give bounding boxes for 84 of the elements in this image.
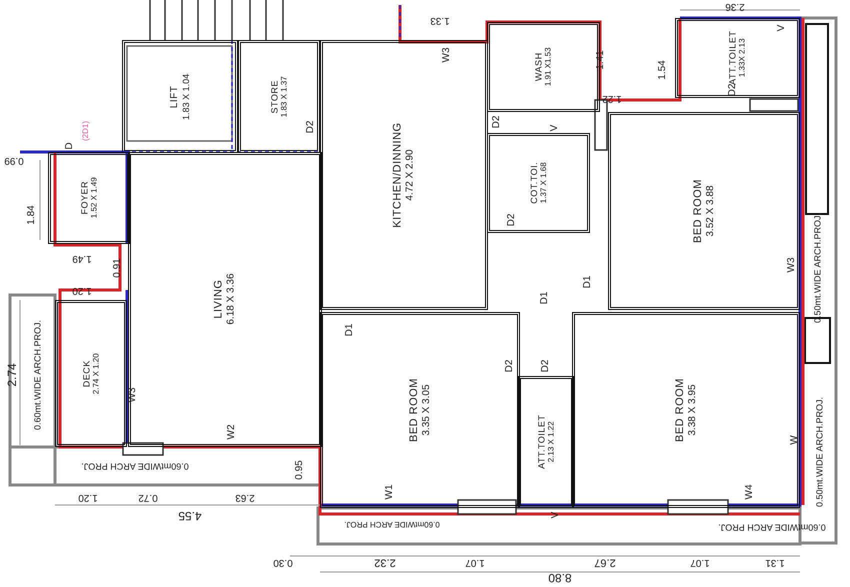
plan-annotation: 2.67 [594,556,616,568]
plan-annotation: W2 [227,424,237,440]
room-name: ATT.TOILET [728,30,738,86]
plan-annotation: 2.36 [725,1,745,11]
room-name: FOYER [79,181,90,215]
plan-annotation: W [790,435,800,445]
plan-annotation: 1.33 [430,15,450,25]
plan-annotation: 0.60mt.WIDE ARCH.PROJ. [34,320,42,430]
plan-annotation: 1.31 [765,557,785,567]
room-size: 6.18 X 3.36 [226,274,238,326]
plan-annotation: W3 [787,258,797,272]
plan-annotation: D [65,142,75,150]
room-name: COT.TOI. [528,162,540,204]
room-outline [48,152,130,244]
plan-annotation: 8.80 [548,572,572,584]
plan-annotation: V [777,24,787,32]
room-name: BED ROOM [408,378,421,442]
plan-annotation: 0.30 [273,557,293,567]
room-size: 3.38 X 3.95 [686,384,698,436]
plan-annotation: 0.50mt.WIDE ARCH.PROJ. [816,396,824,508]
plan-annotation: W4 [745,484,755,500]
plan-annotation: 1.20 [72,285,92,295]
plan-annotation: D2 [728,84,738,96]
room-size: 3.35 X 3.05 [420,384,432,436]
plan-annotation: D2 [505,360,515,372]
room-name: LIVING [212,280,226,320]
room-outline [320,40,488,310]
room-size: 1.37 X 1.68 [539,162,548,204]
room-outline [487,133,590,233]
plan-annotation: 1.84 [27,205,37,225]
plan-annotation: 1.20 [78,492,98,502]
room-outline [518,376,574,508]
plan-annotation: 1.54 [658,60,668,80]
room-outline [238,40,320,153]
plan-annotation: 0.99 [4,155,24,165]
room-name: LIFT [169,85,181,108]
room-outline [122,40,238,153]
room-name: BED ROOM [674,378,687,442]
plan-annotation: D2 [306,120,316,134]
room-size: 1.52 X 1.49 [90,178,99,218]
room-outline [55,300,127,447]
room-size: 2.74 X 1.20 [92,353,101,394]
room-name: BED ROOM [692,179,705,243]
room-size: 4.72 X 2.90 [404,149,416,201]
plan-annotation: 0.50mt.WIDE ARCH.PROJ. [814,212,822,324]
room-name: ATT.TOILET [536,414,547,470]
plan-annotation: 0.60mtWIDE ARCH PROJ. [718,522,826,532]
plan-annotation: D1 [345,324,355,336]
plan-annotation: D1 [540,292,550,304]
room-size: 1.83 X 1.37 [280,76,289,117]
plan-annotation: D2 [507,214,517,226]
plan-annotation: D2 [541,360,551,372]
room-size: 1.91 X1.53 [544,48,554,86]
plan-annotation: D1 [583,276,593,288]
plan-annotation: 1.22 [602,93,622,103]
plan-annotation: 0.60mtWIDE ARCH PROJ. [344,520,440,528]
plan-annotation: V [551,512,561,518]
plan-annotation: D2 [492,116,502,128]
plan-annotation: W3 [442,48,452,62]
room-name: STORE [269,80,280,114]
room-size: 1.33X 2.13 [738,38,748,78]
plan-annotation: 0.91 [113,258,123,278]
room-size: 2.13 X 1.22 [546,422,556,462]
plan-annotation: 0.60mtWIDE ARCH PROJ. [81,462,189,470]
plan-annotation: 1.49 [72,253,92,263]
room-name: KITCHEN/DINNING [392,122,405,228]
room-size: 3.52 X 3.88 [704,185,716,237]
plan-annotation: 1.41 [596,50,606,70]
room-outline [128,152,322,447]
plan-annotation: 0.72 [138,492,158,502]
plan-annotation: V [550,124,560,132]
plan-annotation: 0.95 [295,460,305,480]
room-size: 1.83 X 1.04 [180,73,191,120]
plan-annotation: 2.32 [374,556,396,568]
plan-annotation: 2.74 [6,363,18,387]
plan-annotation: W1 [385,484,395,500]
plan-annotation: 2.63 [235,492,255,502]
plan-annotation: 1.07 [690,557,710,567]
plan-annotation: W3 [128,388,138,402]
room-name: DECK [81,360,92,387]
plan-annotation: 1.07 [465,557,485,567]
room-name: WASH [534,52,544,82]
plan-annotation: 4.55 [178,510,202,522]
plan-annotation: (2D1) [82,121,90,141]
